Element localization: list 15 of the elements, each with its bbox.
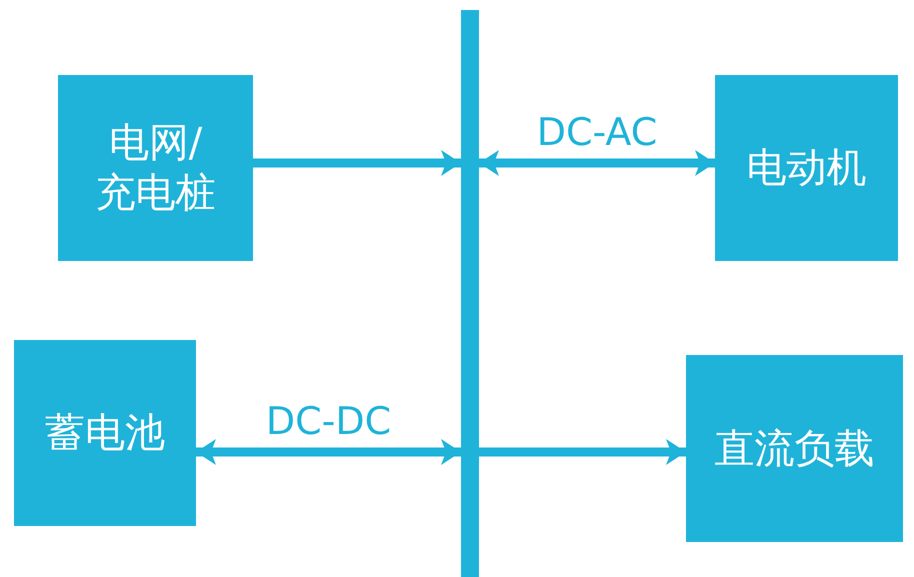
edge-label: DC-DC <box>266 402 392 440</box>
arrow <box>253 150 461 176</box>
component-label: 电动机 <box>746 144 866 193</box>
component-box <box>14 340 196 526</box>
arrow <box>196 439 461 465</box>
bus-bar <box>461 10 479 577</box>
edge-label: DC-AC <box>536 113 658 151</box>
component-box <box>715 75 898 261</box>
component-box <box>686 355 903 542</box>
arrow <box>479 439 686 465</box>
component-label: 蓄电池 <box>45 409 165 458</box>
component-label: 直流负载 <box>714 424 874 474</box>
arrow <box>479 150 715 176</box>
component-box <box>58 75 253 261</box>
component-label: 电网/充电桩 <box>94 119 216 218</box>
